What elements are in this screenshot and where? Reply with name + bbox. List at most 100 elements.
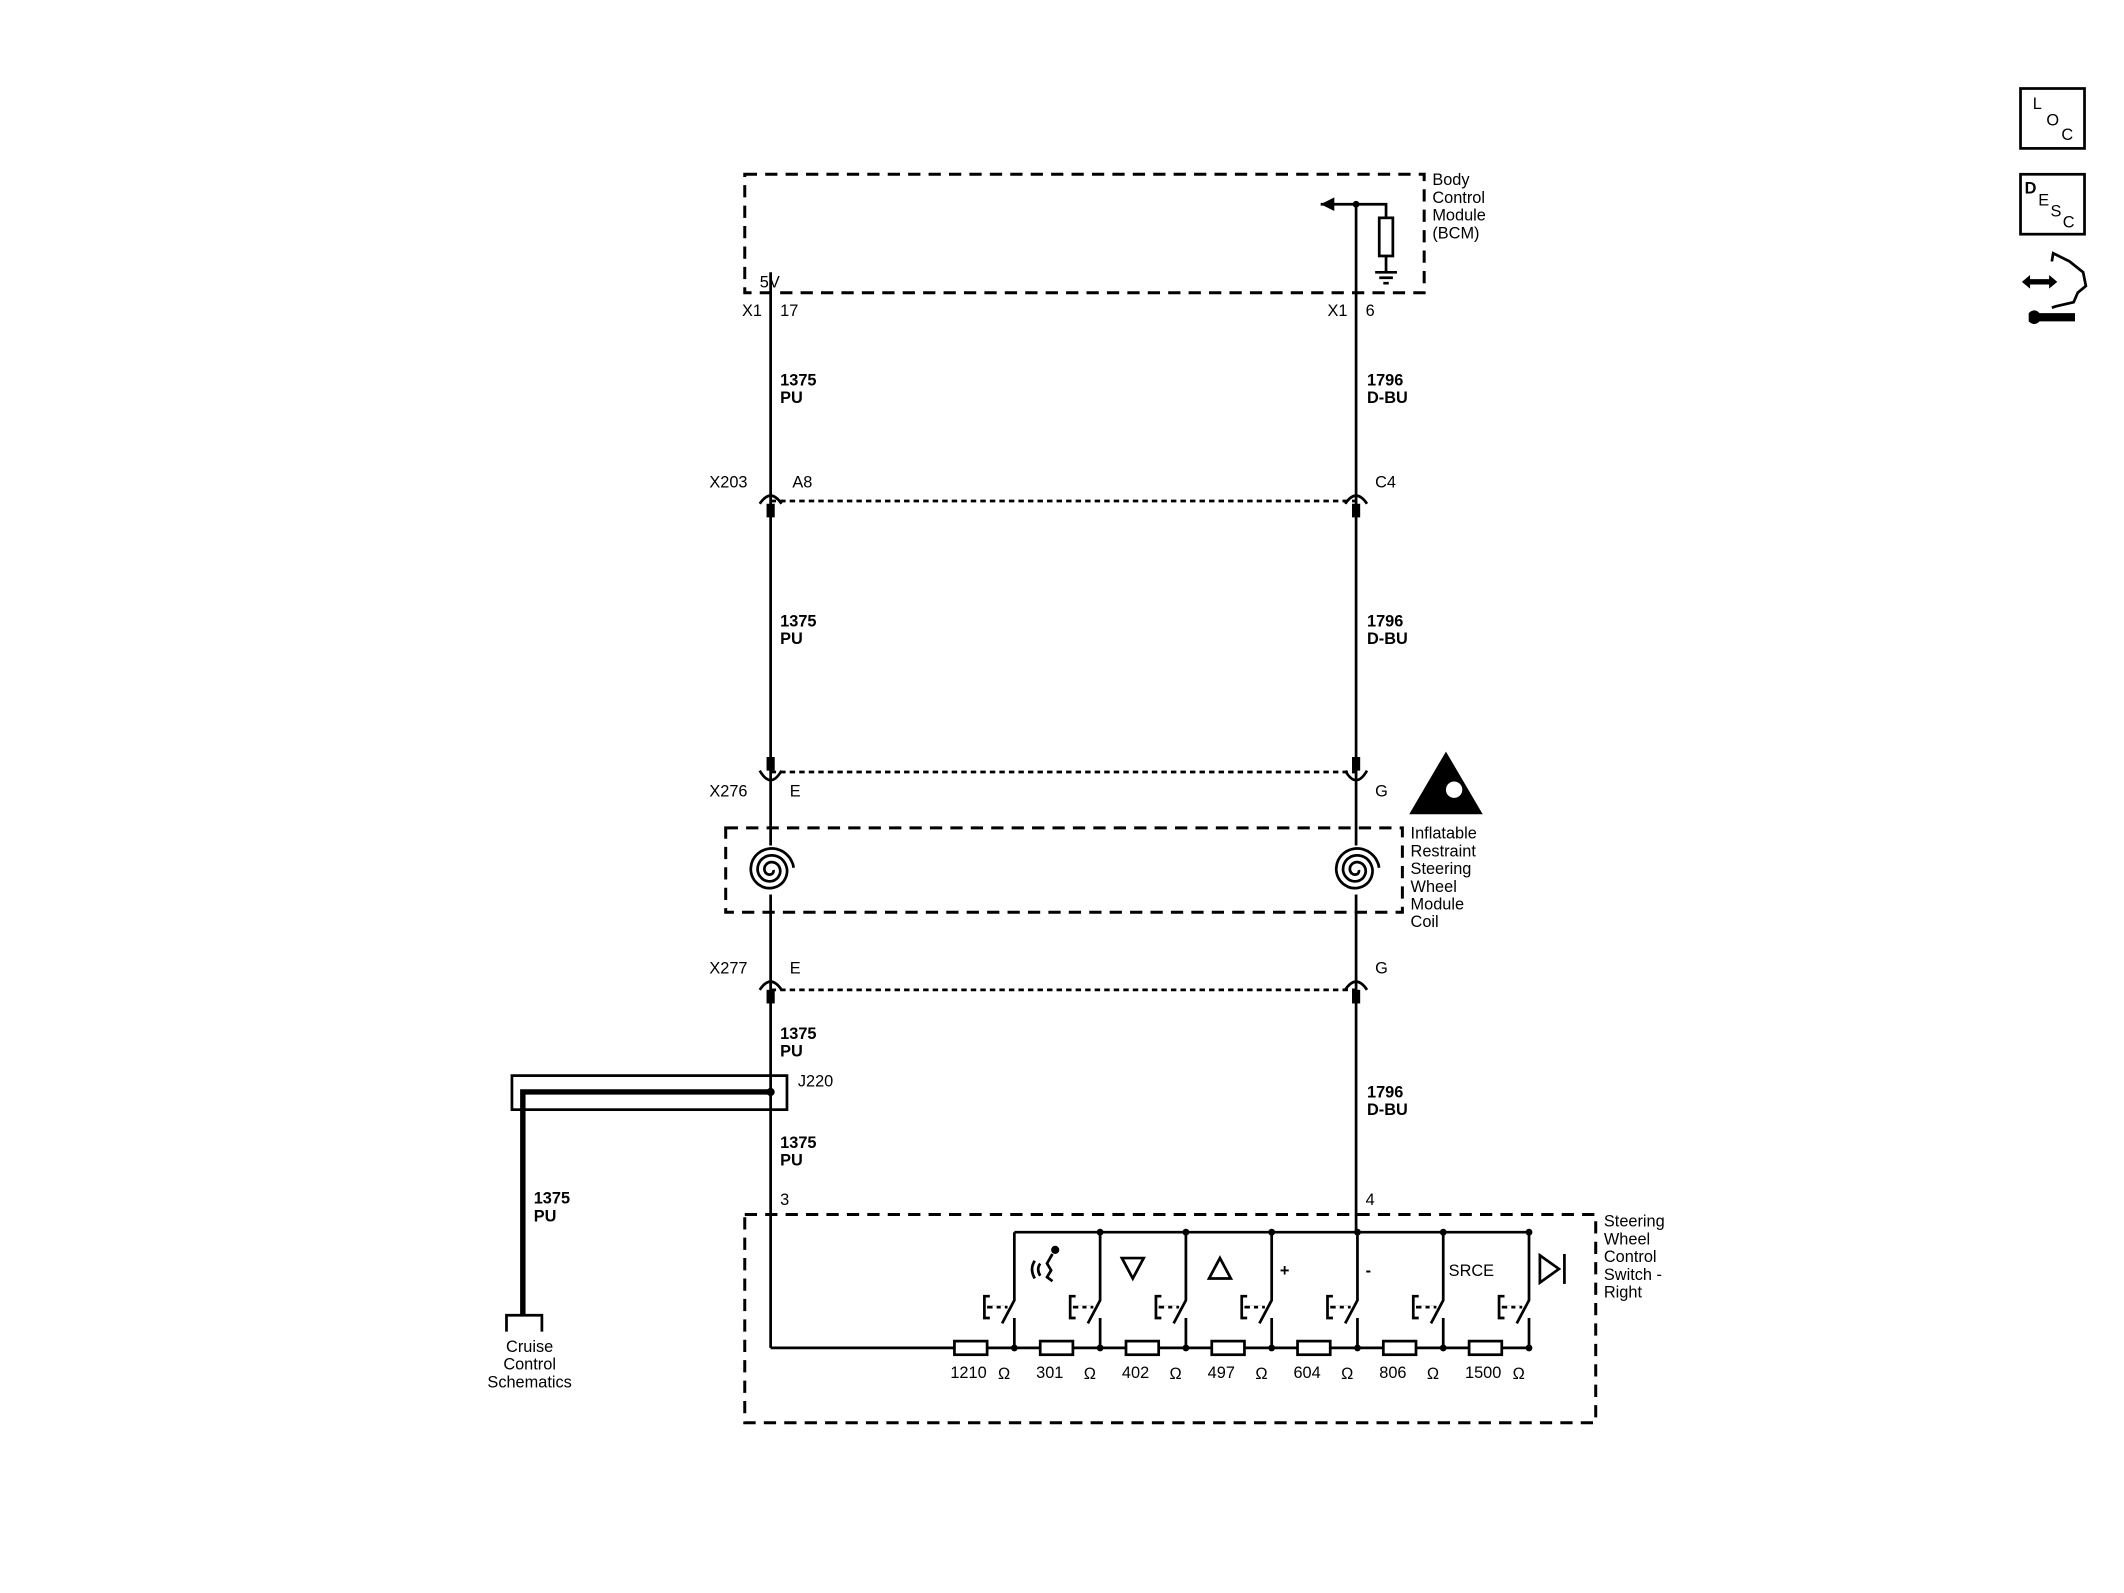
svg-text:1796: 1796 (1367, 612, 1403, 630)
svg-text:1375: 1375 (780, 612, 816, 630)
svg-text:1375: 1375 (780, 1134, 816, 1152)
svg-text:D-BU: D-BU (1367, 1101, 1408, 1119)
voice-icon (1030, 1245, 1060, 1283)
svg-text:(BCM): (BCM) (1432, 224, 1479, 242)
svg-text:PU: PU (780, 389, 803, 407)
svg-text:Wheel: Wheel (1604, 1230, 1650, 1248)
splice-label: J220 (798, 1073, 833, 1091)
resistor: 402 Ω (1122, 1339, 1182, 1383)
switch-box (743, 1212, 1598, 1425)
connector-right-pin: G (1375, 960, 1388, 978)
switch-pin-3: 3 (780, 1191, 789, 1209)
next-track-icon (1538, 1252, 1566, 1286)
source-button[interactable]: SRCE (1411, 1228, 1494, 1352)
desc-icon[interactable]: D E S C (2019, 172, 2086, 236)
coil-label: Inflatable Restraint Steering Wheel Modu… (1411, 825, 1477, 932)
cruise-control-schematics-link[interactable]: Cruise Control Schematics (487, 1338, 571, 1391)
bcm-box (743, 172, 1426, 295)
switch-pin-4: 4 (1366, 1191, 1375, 1209)
resistor-value: 604 (1293, 1364, 1320, 1382)
cruise-circuit: 1375 (534, 1190, 570, 1208)
ohm-unit: Ω (1084, 1365, 1096, 1383)
loc-icon[interactable]: L O C (2019, 87, 2086, 150)
svg-text:1796: 1796 (1367, 1083, 1403, 1101)
connector-left-pin: E (790, 783, 801, 801)
svg-text:Module: Module (1411, 896, 1465, 914)
resistor-value: 1500 (1465, 1364, 1501, 1382)
svg-text:Control: Control (1432, 189, 1485, 207)
source-button-text: SRCE (1449, 1262, 1494, 1280)
minus-button-text: - (1366, 1262, 1371, 1280)
minus-button[interactable]: - (1326, 1228, 1372, 1352)
triangle-down-icon (1119, 1256, 1146, 1282)
ohm-unit: Ω (1513, 1365, 1525, 1383)
plus-button[interactable]: + (1240, 1228, 1290, 1352)
bcm-left-pin: 17 (780, 302, 798, 320)
resistor-value: 402 (1122, 1364, 1149, 1382)
desc-letter-d: D (2025, 179, 2037, 197)
bcm-label: Body Control Module (BCM) (1432, 171, 1486, 242)
switch-label: Steering Wheel Control Switch - Right (1604, 1213, 1665, 1302)
airbag-warning-icon (1409, 751, 1483, 815)
svg-text:Steering: Steering (1604, 1213, 1665, 1231)
resistor-value: 301 (1036, 1364, 1063, 1382)
ohm-unit: Ω (1427, 1365, 1439, 1383)
clockspring-coil-icon (746, 845, 796, 895)
connector-name: X277 (709, 960, 747, 978)
loc-letter-o: O (2046, 111, 2059, 129)
pull-down-resistor (1320, 197, 1397, 285)
svg-text:Schematics: Schematics (487, 1373, 571, 1391)
svg-text:Cruise: Cruise (506, 1338, 553, 1356)
clockspring-coil-icon (1331, 845, 1381, 895)
desc-letter-e: E (2038, 192, 2049, 210)
svg-text:Right: Right (1604, 1284, 1643, 1302)
resistor-value: 806 (1379, 1364, 1406, 1382)
voice-button[interactable] (983, 1232, 1060, 1352)
bcm-right-pin: 6 (1366, 302, 1375, 320)
resistor-value: 497 (1208, 1364, 1235, 1382)
svg-text:Body: Body (1432, 171, 1470, 189)
svg-text:Wheel: Wheel (1411, 878, 1457, 896)
connector-repair-icon[interactable] (2021, 251, 2088, 325)
resistor: 1500 Ω (1465, 1339, 1525, 1383)
cruise-color: PU (534, 1207, 557, 1225)
next-button[interactable] (1497, 1228, 1566, 1352)
splice-j220: J220 (510, 1073, 833, 1316)
ohm-unit: Ω (1170, 1365, 1182, 1383)
svg-text:Restraint: Restraint (1411, 842, 1477, 860)
resistor: 806 Ω (1379, 1339, 1439, 1383)
svg-text:1375: 1375 (780, 1025, 816, 1043)
svg-text:Control: Control (503, 1356, 556, 1374)
loc-letter-l: L (2033, 95, 2042, 113)
loc-letter-c: C (2061, 126, 2073, 144)
bcm-right-connector: X1 (1328, 302, 1348, 320)
plus-button-text: + (1280, 1262, 1290, 1280)
connector-name: X203 (709, 473, 747, 491)
svg-text:Inflatable: Inflatable (1411, 825, 1477, 843)
coil-box (724, 826, 1404, 914)
bcm-left-connector: X1 (742, 302, 762, 320)
svg-text:Switch -: Switch - (1604, 1266, 1662, 1284)
svg-text:Control: Control (1604, 1248, 1657, 1266)
connector-left-pin: A8 (792, 473, 812, 491)
up-button[interactable] (1154, 1228, 1234, 1352)
svg-text:Steering: Steering (1411, 860, 1472, 878)
connector-name: X276 (709, 783, 747, 801)
svg-text:1375: 1375 (780, 371, 816, 389)
desc-letter-s: S (2050, 202, 2061, 220)
resistor: 301 Ω (1036, 1339, 1096, 1383)
down-button[interactable] (1068, 1228, 1146, 1352)
svg-text:1796: 1796 (1367, 371, 1403, 389)
